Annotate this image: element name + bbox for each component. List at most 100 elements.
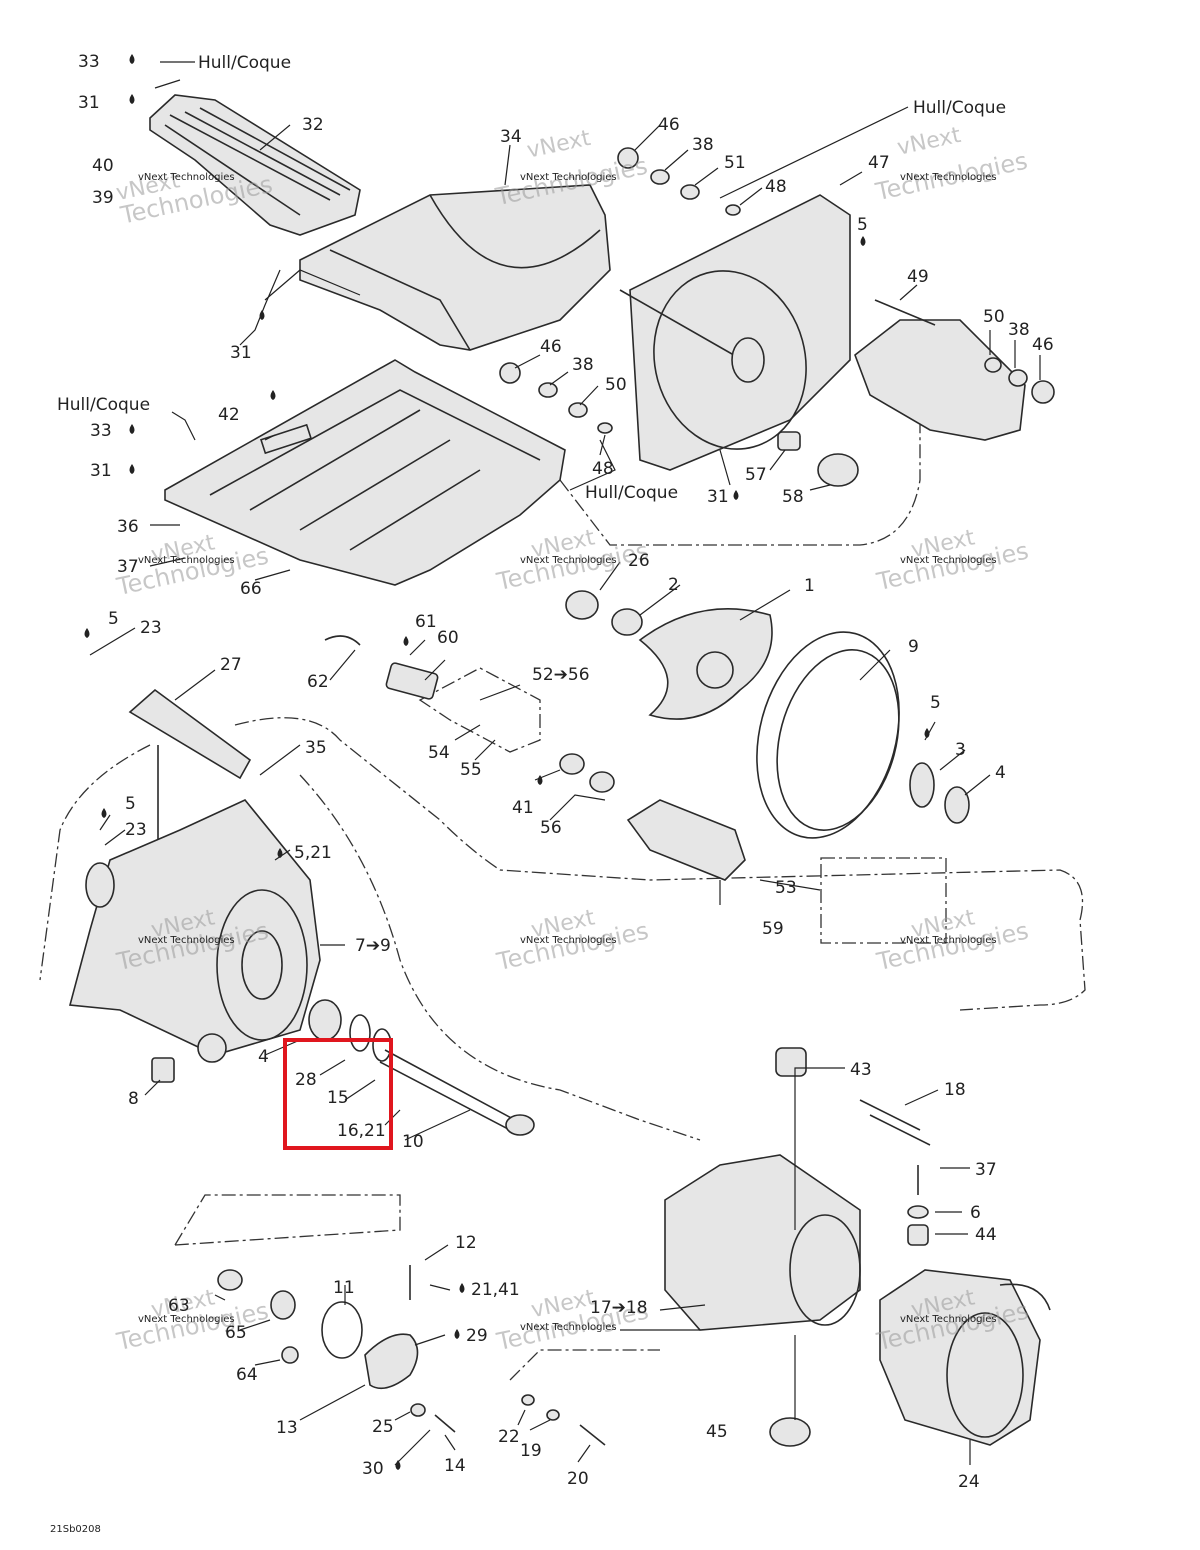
droplet-icon [129,94,135,104]
svg-text:vNext Technologies: vNext Technologies [138,1314,235,1325]
droplet-icon [537,775,543,785]
callout-60: 60 [437,628,459,648]
callout-45: 45 [706,1422,728,1442]
callout-26: 26 [628,551,650,571]
callout-5: 5 [108,609,119,629]
callout-58: 58 [782,487,804,507]
svg-text:vNext Technologies: vNext Technologies [900,172,997,183]
callout-5: 5 [857,215,868,235]
part-bearing-stack [151,999,392,1083]
callout-22: 22 [498,1427,520,1447]
part-pump-support [164,359,566,586]
part-sensor-kit [559,753,746,881]
callout-42: 42 [218,405,240,425]
svg-text:vNext Technologies: vNext Technologies [520,935,617,946]
callout-30: 30 [362,1459,384,1479]
callout-64: 64 [236,1365,258,1385]
part-hardware-right [769,1099,931,1447]
nozzle-group-outline [299,774,701,1141]
callout-8: 8 [128,1089,139,1109]
part-hardware-upper [499,147,1055,434]
callout-13: 13 [276,1418,298,1438]
callout-47: 47 [868,153,890,173]
callout-63: 63 [168,1296,190,1316]
part-ride-plate [619,194,851,471]
callout-labels: Hull/Coque Hull/Coque Hull/Coque Hull/Co… [57,52,1054,1492]
callout-11: 11 [333,1278,355,1298]
callout-32: 32 [302,115,324,135]
parts-52-56-outline [418,667,541,753]
bolt-kit-outline [509,1349,660,1381]
svg-text:vNext Technologies: vNext Technologies [900,935,997,946]
highlight-box [283,1038,393,1150]
droplet-icon [459,1283,465,1293]
callout-7-9: 7➔9 [355,936,391,956]
droplet-icon [270,390,276,400]
middle-group-outline [234,717,1086,1011]
part-wear-ring [756,631,970,839]
callout-33: 33 [78,52,100,72]
droplet-icon [129,464,135,474]
callout-41: 41 [512,798,534,818]
callout-59: 59 [762,919,784,939]
callout-56: 56 [540,818,562,838]
box-53-outline [820,857,947,944]
callout-5: 5 [930,693,941,713]
callout-61: 61 [415,612,437,632]
callout-21-41: 21,41 [471,1280,520,1300]
callout-4: 4 [258,1047,269,1067]
callout-9: 9 [908,637,919,657]
part-connector [324,635,439,700]
part-pump-housing [68,799,321,1063]
svg-text:vNext Technologies: vNext Technologies [900,1314,997,1325]
part-reverse-bracket [854,299,1026,441]
svg-text:vNext Technologies: vNext Technologies [900,555,997,566]
callout-57: 57 [745,465,767,485]
callout-39: 39 [92,188,114,208]
callout-20: 20 [567,1469,589,1489]
part-fittings-57-58 [777,431,859,487]
callout-48: 48 [765,177,787,197]
callout-43: 43 [850,1060,872,1080]
callout-1: 1 [804,576,815,596]
droplet-icon [454,1329,460,1339]
svg-text:vNext Technologies: vNext Technologies [138,935,235,946]
callout-31: 31 [90,461,112,481]
part-impeller [565,590,773,720]
callout-5-21: 5,21 [294,843,332,863]
callout-31: 31 [707,487,729,507]
droplet-icon [277,848,283,858]
callout-10: 10 [402,1132,424,1152]
callout-33: 33 [90,421,112,441]
droplet-icon [733,490,739,500]
callout-46: 46 [658,115,680,135]
svg-text:vNext Technologies: vNext Technologies [520,555,617,566]
callout-48: 48 [592,459,614,479]
callout-52-56: 52➔56 [532,665,590,685]
callout-65: 65 [225,1323,247,1343]
callout-23: 23 [125,820,147,840]
callout-12: 12 [455,1233,477,1253]
hull-label: Hull/Coque [198,53,291,73]
callout-54: 54 [428,743,450,763]
callout-38: 38 [1008,320,1030,340]
part-intake-grate [149,94,361,236]
svg-text:vNext Technologies: vNext Technologies [520,1322,617,1333]
callout-19: 19 [520,1441,542,1461]
callout-49: 49 [907,267,929,287]
callout-46: 46 [1032,335,1054,355]
callout-53: 53 [775,878,797,898]
callout-51: 51 [724,153,746,173]
hull-label: Hull/Coque [913,98,1006,118]
callout-27: 27 [220,655,242,675]
callout-2: 2 [668,575,679,595]
housing-group-outline [39,744,151,981]
callout-38: 38 [572,355,594,375]
svg-text:vNext Technologies: vNext Technologies [138,172,235,183]
callout-46: 46 [540,337,562,357]
callout-34: 34 [500,127,522,147]
part-drive-shaft [379,1049,535,1136]
callout-23: 23 [140,618,162,638]
droplet-icon [259,310,265,320]
callout-29: 29 [466,1326,488,1346]
